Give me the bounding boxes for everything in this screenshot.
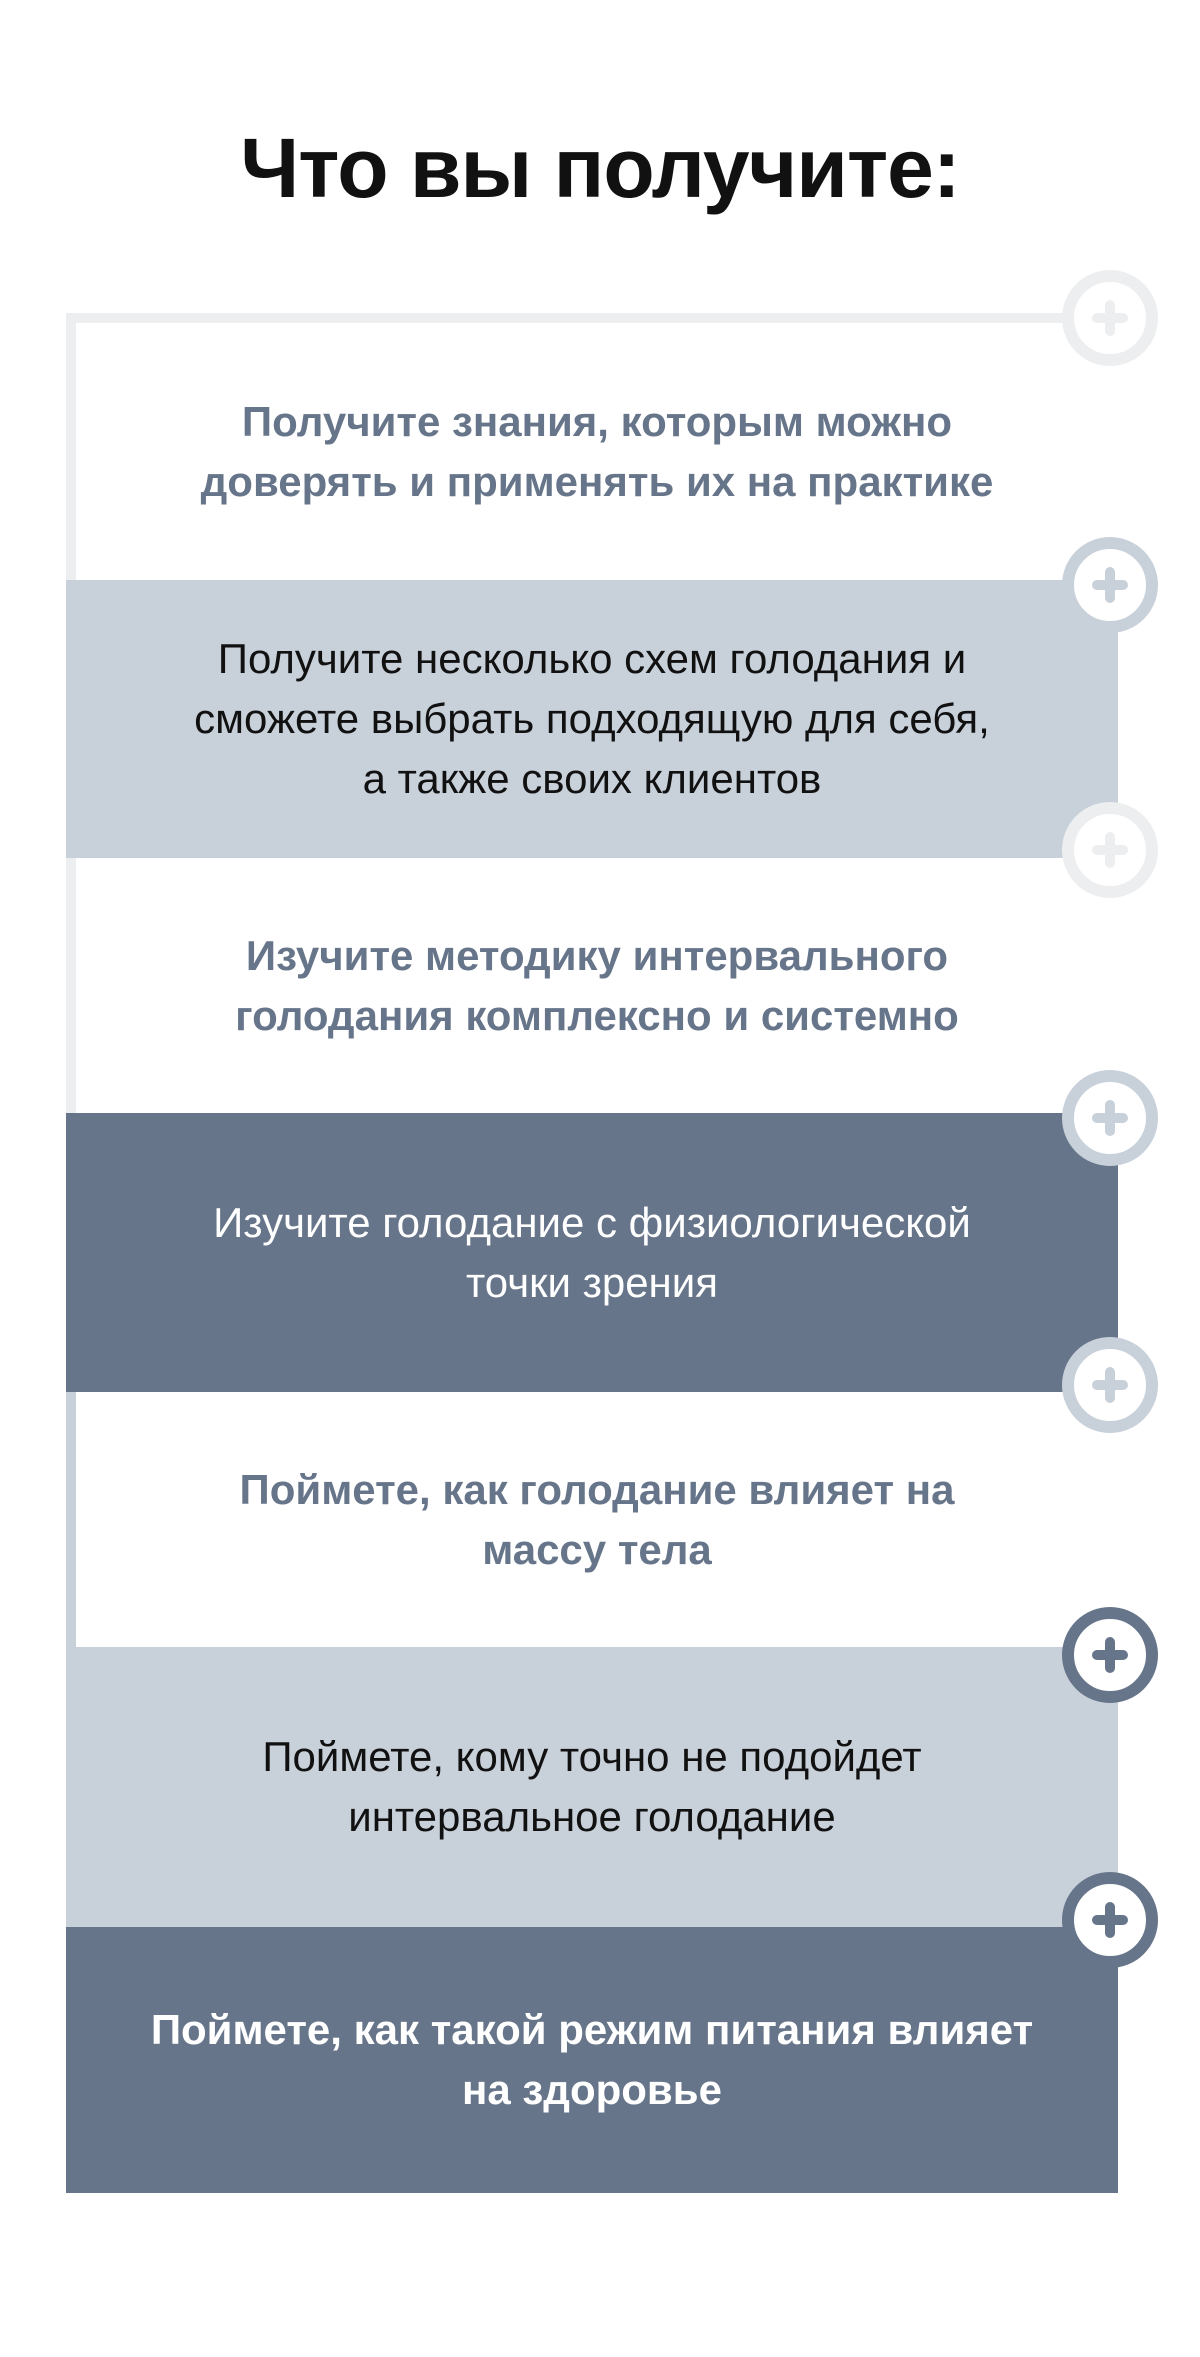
benefit-text: Поймете, как голодание влияет на массу т… bbox=[239, 1465, 955, 1573]
divider bbox=[66, 1390, 76, 1650]
plus-icon bbox=[1062, 1070, 1158, 1166]
benefit-item: Получите знания, которым можно доверять … bbox=[76, 323, 1118, 580]
benefit-text: Поймете, как такой режим питания влияет … bbox=[150, 2006, 1034, 2113]
plus-icon bbox=[1062, 1872, 1158, 1968]
benefit-item: Поймете, как голодание влияет на массу т… bbox=[76, 1392, 1118, 1647]
benefit-text: Получите знания, которым можно доверять … bbox=[200, 397, 994, 505]
plus-icon bbox=[1062, 802, 1158, 898]
benefit-text: Поймете, кому точно не подойдет интервал… bbox=[262, 1733, 922, 1840]
divider bbox=[66, 855, 76, 1115]
benefit-item: Изучите голодание с физиологической точк… bbox=[66, 1113, 1118, 1392]
plus-icon bbox=[1062, 270, 1158, 366]
benefit-item: Поймете, как такой режим питания влияет … bbox=[66, 1927, 1118, 2193]
benefit-text: Изучите методику интервального голодания… bbox=[235, 931, 959, 1039]
divider bbox=[66, 313, 1110, 323]
benefit-item: Изучите методику интервального голодания… bbox=[76, 858, 1118, 1113]
page-title: Что вы получите: bbox=[240, 121, 961, 215]
benefit-item: Поймете, кому точно не подойдет интервал… bbox=[66, 1647, 1118, 1927]
benefit-text: Изучите голодание с физиологической точк… bbox=[213, 1198, 971, 1306]
plus-icon bbox=[1062, 537, 1158, 633]
plus-icon bbox=[1062, 1337, 1158, 1433]
divider bbox=[66, 313, 76, 583]
benefit-item: Получите несколько схем голодания и смож… bbox=[66, 580, 1118, 858]
benefit-text: Получите несколько схем голодания и смож… bbox=[194, 635, 990, 802]
plus-icon bbox=[1062, 1607, 1158, 1703]
